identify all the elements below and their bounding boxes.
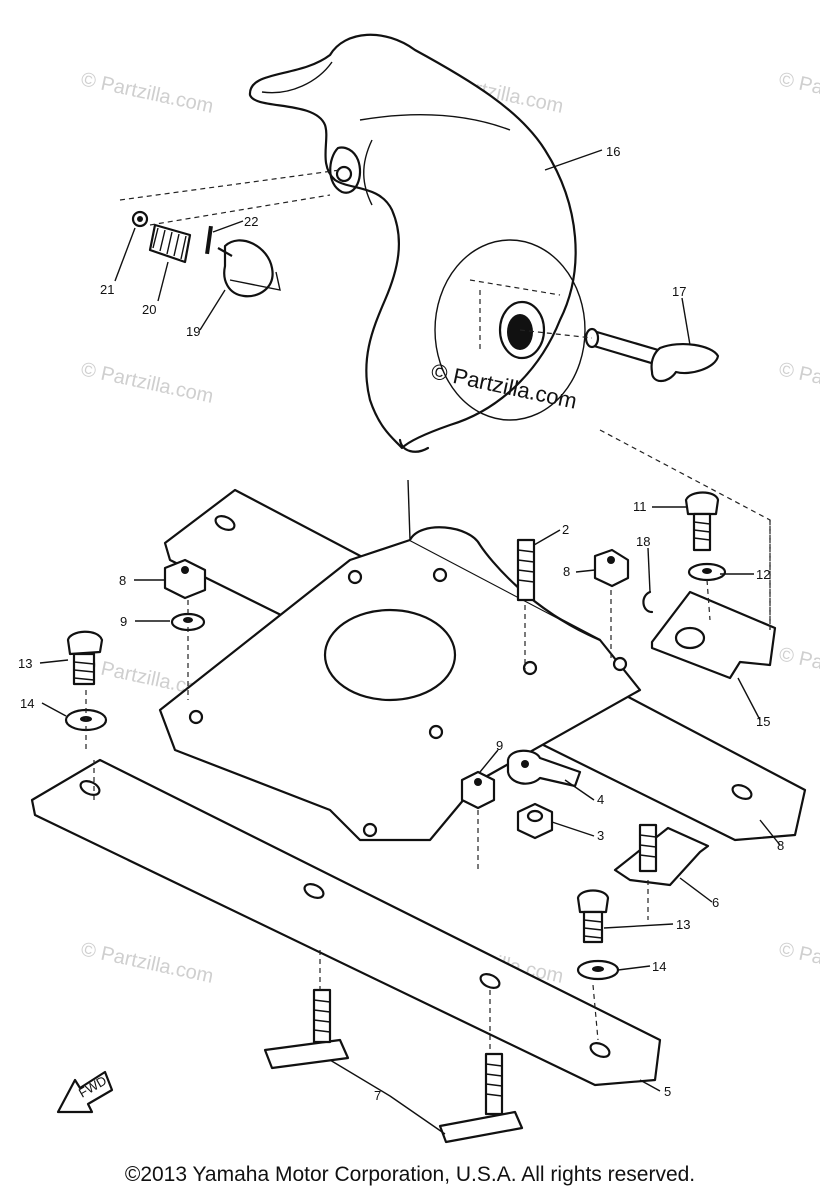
callout-22: 22 <box>244 214 258 229</box>
knob-assembly <box>119 169 341 298</box>
watermark: © Partzilla.com <box>777 68 820 118</box>
watermark: © Partzilla.com <box>79 938 215 988</box>
callout-19: 19 <box>186 324 200 339</box>
callout-16: 16 <box>606 144 620 159</box>
watermark: © Partzilla.com <box>79 68 215 118</box>
callout-14: 14 <box>652 959 666 974</box>
fan-shroud <box>248 33 586 453</box>
fasteners <box>64 429 777 1144</box>
callout-20: 20 <box>142 302 156 317</box>
leader-lines <box>39 149 781 1135</box>
watermark: © Partzilla.com <box>79 358 215 408</box>
callout-3: 3 <box>597 828 604 843</box>
callout-17: 17 <box>672 284 686 299</box>
watermark: © Partzilla.com <box>777 643 820 693</box>
callout-9: 9 <box>496 738 503 753</box>
callout-9: 9 <box>120 614 127 629</box>
callout-6: 6 <box>712 895 719 910</box>
callout-8: 8 <box>563 564 570 579</box>
lower-rail <box>30 758 662 1087</box>
callout-2: 2 <box>562 522 569 537</box>
callout-11: 11 <box>633 499 647 514</box>
callout-5: 5 <box>664 1084 671 1099</box>
callouts: 16 17 22 21 20 19 11 12 18 15 2 8 8 9 13… <box>18 144 784 1103</box>
callout-7: 7 <box>374 1088 381 1103</box>
forward-arrow-icon: FWD <box>56 1070 114 1114</box>
watermark: © Partzilla.com <box>777 938 820 988</box>
callout-21: 21 <box>100 282 114 297</box>
callout-13: 13 <box>676 917 690 932</box>
shaft-pin <box>519 327 720 383</box>
watermark: © Partzilla.com <box>777 358 820 408</box>
callout-8: 8 <box>119 573 126 588</box>
callout-12: 12 <box>756 567 770 582</box>
callout-15: 15 <box>756 714 770 729</box>
copyright-notice: ©2013 Yamaha Motor Corporation, U.S.A. A… <box>124 1163 696 1186</box>
callout-18: 18 <box>636 534 650 549</box>
callout-4: 4 <box>597 792 604 807</box>
callout-13: 13 <box>18 656 32 671</box>
callout-14: 14 <box>20 696 34 711</box>
callout-8: 8 <box>777 838 784 853</box>
